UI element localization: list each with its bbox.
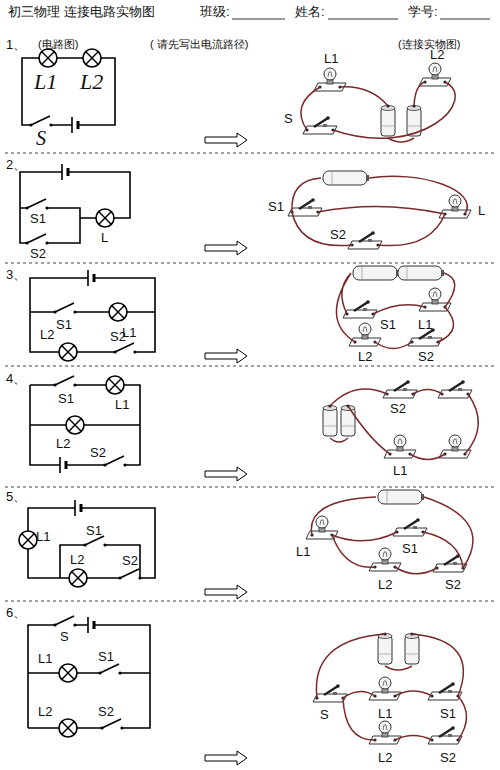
component-label: S [320,708,329,722]
component-label: L1 [115,398,129,412]
component-label: S [284,112,293,126]
question-number: 5、 [6,490,26,504]
component-label: L2 [378,578,392,592]
component-label: S [36,127,46,149]
component-label: S2 [390,402,406,416]
arrows [205,133,247,765]
component-label: S2 [98,705,114,719]
component-label: L2 [38,705,52,719]
form-field-label: 学号: [408,5,438,19]
column-heading: (电路图) [38,38,78,50]
question-number: 3、 [6,268,26,282]
component-label: S2 [445,578,461,592]
real-components [288,63,472,744]
component-label: S1 [268,200,284,214]
component-label: L2 [378,751,392,765]
component-label: L2 [80,70,103,94]
component-label: L1 [34,70,57,94]
component-label: S2 [90,446,106,460]
component-label: S2 [330,228,346,242]
component-label: S2 [122,554,138,568]
question-number: 6、 [6,606,26,620]
component-label: S1 [56,318,72,332]
component-label: L1 [393,464,407,478]
component-label: S2 [30,247,46,261]
component-label: L1 [418,318,432,332]
component-label: S1 [402,542,418,556]
component-label: S [60,630,69,644]
component-label: L1 [324,52,338,66]
column-heading: ( 请先写出电流路径) [150,38,248,50]
component-label: S1 [98,650,114,664]
component-label: L2 [70,553,84,567]
component-label: L2 [430,48,444,62]
component-label: L1 [38,652,52,666]
question-number: 2、 [6,158,26,172]
component-label: L1 [378,707,392,721]
component-label: S2 [440,751,456,765]
separators [5,153,495,601]
component-label: S1 [86,524,102,538]
component-label: S1 [30,212,46,226]
question-number: 4、 [6,372,26,386]
component-label: L [478,204,485,218]
form-field-label: 姓名: [295,5,325,19]
component-label: S1 [440,707,456,721]
component-label: L2 [40,328,54,342]
form-field-label: 班级: [200,5,230,19]
column-heading: (连接实物图) [398,38,460,50]
component-label: L [101,231,108,245]
component-label: S1 [380,318,396,332]
worksheet-title: 初三物理 连接电路实物图 [8,5,155,19]
question-number: 1、 [6,38,26,52]
component-label: S2 [110,330,126,344]
component-label: S2 [418,350,434,364]
header-lines [232,19,490,20]
component-label: L2 [56,437,70,451]
component-label: L2 [358,350,372,364]
schematics [19,49,155,737]
real-wires [292,82,478,740]
component-label: L1 [36,530,50,544]
component-label: L1 [296,545,310,559]
component-label: S1 [58,392,74,406]
